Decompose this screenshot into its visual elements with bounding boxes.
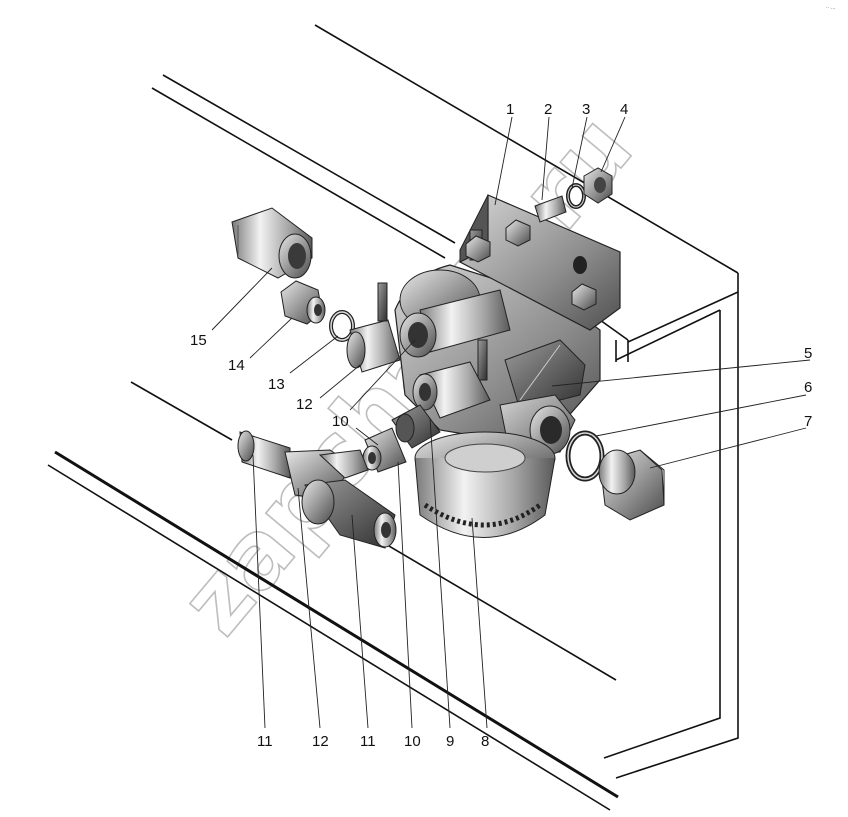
parts-11-12-tee-assembly — [237, 430, 397, 549]
part-8-filter-cup — [414, 431, 556, 538]
corner-mark: ·· ... — [826, 5, 836, 11]
part-10-small-fitting — [362, 427, 407, 473]
callout-12-lower: 12 — [312, 733, 329, 750]
callout-14: 14 — [228, 357, 245, 374]
part-1-bracket — [458, 194, 621, 331]
callout-1: 1 — [506, 101, 514, 118]
part-7-plug — [598, 449, 665, 521]
part-9-connector — [391, 404, 441, 449]
callout-11-right: 11 — [360, 733, 376, 750]
callout-4: 4 — [620, 101, 628, 118]
part-3-washer — [566, 183, 586, 209]
callout-11-left: 11 — [257, 733, 273, 750]
callout-12-upper: 12 — [296, 396, 313, 413]
callout-9: 9 — [446, 733, 454, 750]
part-2-stud — [534, 195, 567, 223]
leader-lines — [211, 116, 811, 729]
callout-2: 2 — [544, 101, 552, 118]
frame-outline — [47, 24, 739, 811]
callout-15: 15 — [190, 332, 207, 349]
callout-5: 5 — [804, 345, 812, 362]
callout-13: 13 — [268, 376, 285, 393]
callout-8: 8 — [481, 733, 489, 750]
callout-7: 7 — [804, 413, 812, 430]
callout-10-upper: 10 — [332, 413, 349, 430]
callout-10-lower: 10 — [404, 733, 421, 750]
part-4-nut — [583, 167, 613, 204]
part-12-fitting-upper — [346, 319, 401, 373]
part-13-washer — [329, 310, 355, 342]
callout-labels: 1 2 3 4 5 6 7 15 14 13 12 10 11 12 11 10… — [190, 101, 812, 750]
part-15-fitting — [231, 207, 313, 279]
callout-6: 6 — [804, 379, 812, 396]
callout-3: 3 — [582, 101, 590, 118]
part-6-seal-ring — [565, 430, 605, 482]
part-14-hex-fitting — [280, 280, 326, 325]
